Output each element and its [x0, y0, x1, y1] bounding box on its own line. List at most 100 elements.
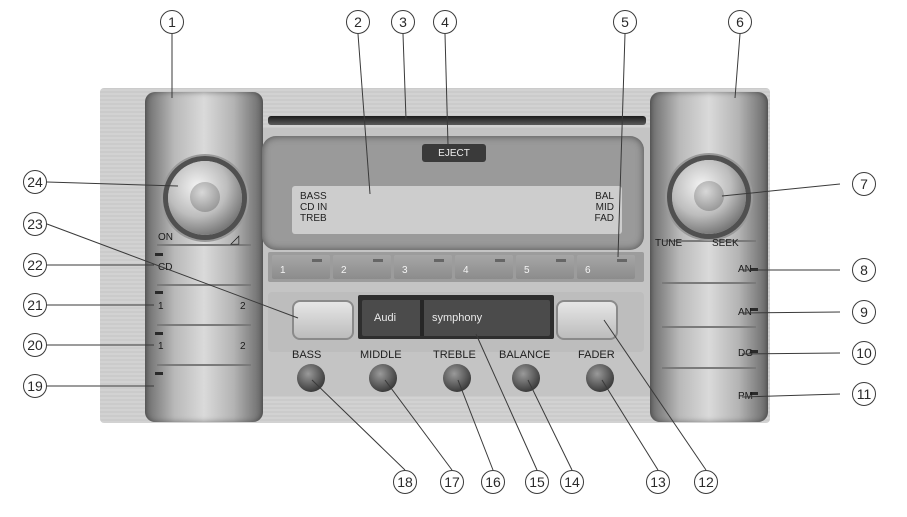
leader-line-10 — [741, 352, 841, 355]
cd-slot — [268, 116, 646, 125]
callout-20: 20 — [23, 333, 47, 357]
brand-text: Audi — [374, 312, 397, 324]
lcd-text: MID — [595, 202, 614, 213]
preset-led — [617, 259, 627, 262]
callout-10: 10 — [852, 341, 876, 365]
leader-line-11 — [741, 393, 841, 398]
screen-divider — [420, 300, 424, 336]
preset-button[interactable]: 5 — [516, 255, 574, 279]
left-label: 1 — [158, 341, 164, 352]
lcd-text: TREB — [300, 213, 327, 224]
knob-label: FADER — [578, 349, 615, 361]
left-selector-button[interactable] — [292, 300, 354, 340]
tune-knob[interactable] — [672, 160, 746, 234]
callout-19: 19 — [23, 374, 47, 398]
column-tick — [155, 253, 163, 256]
knob-icon[interactable] — [297, 364, 325, 392]
callout-14: 14 — [560, 470, 584, 494]
leader-line-3 — [402, 33, 407, 120]
column-tick — [750, 308, 758, 311]
eject-button[interactable]: EJECT — [422, 144, 486, 162]
knob-icon[interactable] — [586, 364, 614, 392]
callout-8: 8 — [852, 258, 876, 282]
leader-line-5 — [617, 33, 626, 258]
right-selector-button[interactable] — [556, 300, 618, 340]
column-tick — [155, 291, 163, 294]
preset-button[interactable]: 6 — [577, 255, 635, 279]
preset-led — [373, 259, 383, 262]
right-label: TUNE — [655, 238, 683, 249]
preset-led — [434, 259, 444, 262]
callout-15: 15 — [525, 470, 549, 494]
callout-3: 3 — [391, 10, 415, 34]
callout-1: 1 — [160, 10, 184, 34]
column-rule — [662, 282, 756, 284]
column-rule — [157, 324, 251, 326]
column-tick — [750, 392, 758, 395]
volume-knob[interactable] — [168, 161, 242, 235]
callout-23: 23 — [23, 212, 47, 236]
callout-11: 11 — [852, 382, 876, 406]
preset-button[interactable]: 3 — [394, 255, 452, 279]
column-tick — [155, 372, 163, 375]
left-label: ON — [158, 232, 173, 243]
callout-22: 22 — [23, 253, 47, 277]
lcd-text: BAL — [595, 191, 614, 202]
leader-line-6 — [734, 33, 741, 99]
preset-label: 6 — [585, 265, 591, 276]
column-rule — [157, 364, 251, 366]
knob-icon[interactable] — [443, 364, 471, 392]
knob-icon[interactable] — [512, 364, 540, 392]
leader-line-17 — [384, 379, 453, 471]
lcd-text: CD IN — [300, 202, 328, 213]
left-label: 2 — [240, 341, 246, 352]
leader-line-7 — [721, 183, 841, 197]
left-label: CD — [158, 262, 173, 273]
callout-16: 16 — [481, 470, 505, 494]
lcd-text: BASS — [300, 191, 327, 202]
lcd-display: BASS CD IN TREB BAL MID FAD — [292, 186, 622, 234]
callout-21: 21 — [23, 293, 47, 317]
preset-label: 5 — [524, 265, 530, 276]
leader-line-24 — [46, 181, 179, 187]
preset-button[interactable]: 2 — [333, 255, 391, 279]
preset-label: 4 — [463, 265, 469, 276]
knob-label: TREBLE — [433, 349, 476, 361]
leader-line-18 — [311, 379, 406, 471]
right-control-column — [650, 92, 768, 422]
leader-line-12 — [603, 319, 707, 471]
leader-line-16 — [457, 379, 494, 471]
leader-line-9 — [741, 311, 841, 314]
callout-7: 7 — [852, 172, 876, 196]
callout-6: 6 — [728, 10, 752, 34]
preset-button[interactable]: 1 — [272, 255, 330, 279]
column-rule — [662, 367, 756, 369]
callout-13: 13 — [646, 470, 670, 494]
preset-label: 1 — [280, 265, 286, 276]
tape-mark-icon: ◿ — [230, 232, 240, 246]
column-rule — [157, 284, 251, 286]
preset-button[interactable]: 4 — [455, 255, 513, 279]
column-tick — [155, 332, 163, 335]
callout-24: 24 — [23, 170, 47, 194]
knob-label: BASS — [292, 349, 322, 361]
column-rule — [662, 240, 756, 242]
callout-2: 2 — [346, 10, 370, 34]
preset-led — [312, 259, 322, 262]
column-rule — [157, 244, 251, 246]
right-label: SEEK — [712, 238, 739, 249]
callout-4: 4 — [433, 10, 457, 34]
left-label: 1 — [158, 301, 164, 312]
leader-line-23 — [46, 223, 299, 319]
left-control-column — [145, 92, 263, 422]
model-text: symphony — [432, 312, 483, 324]
knob-icon[interactable] — [369, 364, 397, 392]
leader-line-13 — [601, 379, 659, 471]
callout-17: 17 — [440, 470, 464, 494]
callout-12: 12 — [694, 470, 718, 494]
preset-led — [556, 259, 566, 262]
lcd-text: FAD — [594, 213, 614, 224]
column-rule — [662, 326, 756, 328]
preset-label: 3 — [402, 265, 408, 276]
